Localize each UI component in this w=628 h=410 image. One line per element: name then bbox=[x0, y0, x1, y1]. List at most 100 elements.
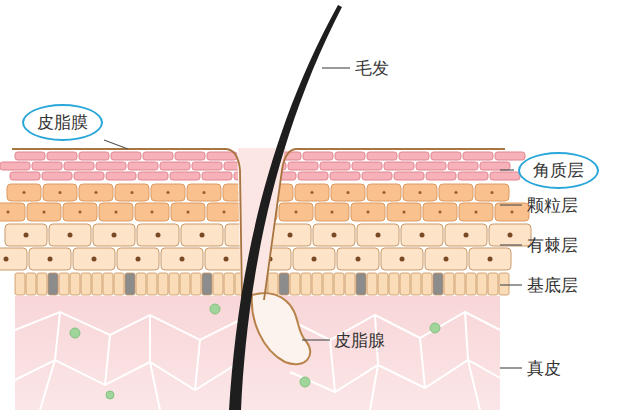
cell bbox=[293, 248, 335, 270]
cell-nucleus bbox=[224, 257, 229, 262]
cell-nucleus bbox=[312, 257, 317, 262]
cell bbox=[399, 152, 429, 160]
basal-cell bbox=[92, 273, 102, 295]
part-label: 毛发 bbox=[355, 58, 389, 78]
basal-cell bbox=[59, 273, 69, 295]
cell bbox=[331, 184, 365, 201]
basal-cell bbox=[455, 273, 465, 295]
cell bbox=[63, 203, 97, 221]
cell-nucleus bbox=[311, 191, 314, 194]
cell bbox=[42, 172, 72, 180]
cell bbox=[143, 152, 173, 160]
cell bbox=[431, 152, 461, 160]
basal-cell bbox=[48, 273, 58, 295]
basal-cell bbox=[334, 273, 344, 295]
sebum-film bbox=[264, 149, 505, 300]
cell-nucleus bbox=[187, 211, 190, 214]
cell bbox=[47, 152, 77, 160]
layer-name: 皮脂膜 bbox=[37, 112, 88, 132]
cell bbox=[387, 203, 421, 221]
cell-nucleus bbox=[455, 191, 458, 194]
basal-cell bbox=[15, 273, 25, 295]
cell bbox=[7, 184, 41, 201]
cell bbox=[495, 203, 529, 221]
cell-nucleus bbox=[275, 191, 278, 194]
part-label: 真皮 bbox=[527, 358, 561, 378]
cell bbox=[135, 203, 169, 221]
cell bbox=[73, 248, 115, 270]
part-label: 有棘层 bbox=[527, 235, 578, 255]
cell bbox=[74, 172, 104, 180]
cell bbox=[367, 152, 397, 160]
cell bbox=[381, 248, 423, 270]
cell bbox=[320, 162, 350, 170]
cell bbox=[403, 184, 437, 201]
cell bbox=[295, 184, 329, 201]
cell bbox=[313, 224, 355, 246]
cell bbox=[79, 152, 109, 160]
cell-nucleus bbox=[488, 257, 493, 262]
basal-cell bbox=[422, 273, 432, 295]
basal-cell bbox=[125, 273, 135, 295]
cell-nucleus bbox=[288, 233, 293, 238]
cell bbox=[175, 152, 205, 160]
basal-cell bbox=[114, 273, 124, 295]
basal-cell bbox=[477, 273, 487, 295]
cell bbox=[0, 203, 25, 221]
cell-nucleus bbox=[491, 191, 494, 194]
cell bbox=[202, 172, 232, 180]
cell bbox=[357, 224, 399, 246]
basal-cell bbox=[103, 273, 113, 295]
cell-nucleus bbox=[356, 257, 361, 262]
cell bbox=[335, 152, 365, 160]
basal-cell bbox=[323, 273, 333, 295]
cell bbox=[15, 152, 45, 160]
cell bbox=[351, 203, 385, 221]
cell-nucleus bbox=[156, 233, 161, 238]
cell bbox=[469, 248, 511, 270]
cell-nucleus bbox=[444, 257, 449, 262]
cell bbox=[416, 162, 446, 170]
cell-nucleus bbox=[400, 257, 405, 262]
cell-nucleus bbox=[136, 257, 141, 262]
cell-nucleus bbox=[203, 191, 206, 194]
cell-nucleus bbox=[475, 211, 478, 214]
cell bbox=[423, 203, 457, 221]
basal-cell bbox=[301, 273, 311, 295]
basal-cell bbox=[444, 273, 454, 295]
cell-nucleus bbox=[151, 211, 154, 214]
cell bbox=[303, 152, 333, 160]
epidermis-cells bbox=[0, 152, 531, 295]
cell bbox=[207, 203, 241, 221]
cell bbox=[367, 184, 401, 201]
basal-cell bbox=[499, 273, 509, 295]
cell-nucleus bbox=[367, 211, 370, 214]
cell bbox=[79, 184, 113, 201]
cell bbox=[10, 172, 40, 180]
cell bbox=[170, 172, 200, 180]
cell bbox=[279, 203, 313, 221]
cell bbox=[115, 184, 149, 201]
cell-nucleus bbox=[59, 191, 62, 194]
cell bbox=[64, 162, 94, 170]
basal-cell bbox=[136, 273, 146, 295]
cell bbox=[362, 172, 392, 180]
cell bbox=[426, 172, 456, 180]
cell bbox=[43, 184, 77, 201]
cell bbox=[32, 162, 62, 170]
leader-lines bbox=[104, 68, 522, 368]
cell bbox=[394, 172, 424, 180]
cell-nucleus bbox=[383, 191, 386, 194]
cell-nucleus bbox=[167, 191, 170, 194]
cell bbox=[0, 162, 30, 170]
cell bbox=[192, 162, 222, 170]
cell-nucleus bbox=[403, 211, 406, 214]
cell-nucleus bbox=[112, 233, 117, 238]
cell-nucleus bbox=[420, 233, 425, 238]
basal-cell bbox=[279, 273, 289, 295]
basal-cell bbox=[367, 273, 377, 295]
cell bbox=[298, 172, 328, 180]
cell bbox=[445, 224, 487, 246]
cell bbox=[458, 172, 488, 180]
